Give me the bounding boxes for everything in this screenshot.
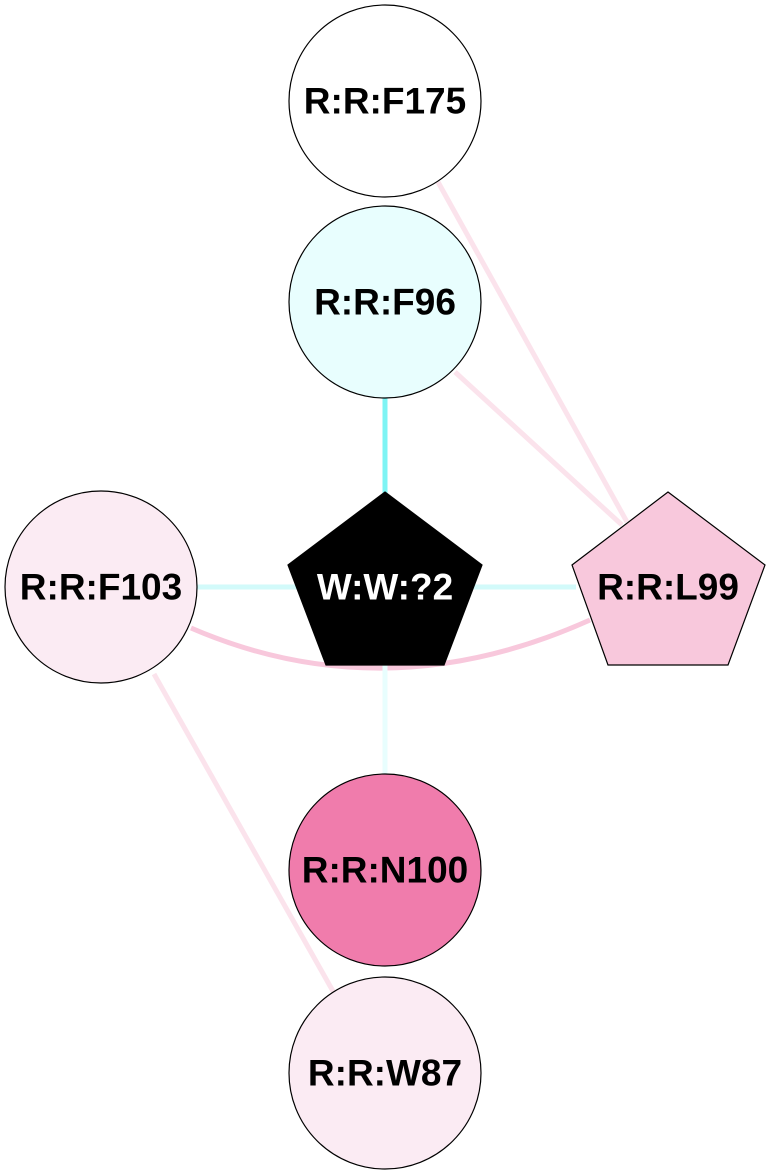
node-f175[interactable]: R:R:F175 — [288, 4, 482, 198]
node-l99[interactable]: R:R:L99 — [571, 491, 766, 666]
edge-f96-l99 — [453, 370, 624, 527]
node-w2[interactable]: W:W:?2 — [287, 491, 483, 666]
node-label: R:R:F103 — [20, 567, 182, 608]
node-label: R:R:F175 — [304, 81, 466, 122]
node-label: R:R:W87 — [308, 1053, 462, 1094]
node-f96[interactable]: R:R:F96 — [288, 205, 482, 399]
node-f103[interactable]: R:R:F103 — [4, 490, 198, 684]
edge-f103-w87 — [151, 672, 337, 995]
node-label: R:R:L99 — [597, 567, 739, 608]
node-w87[interactable]: R:R:W87 — [288, 976, 482, 1170]
node-n100[interactable]: R:R:N100 — [288, 773, 482, 967]
node-label: W:W:?2 — [317, 567, 453, 608]
node-label: R:R:N100 — [302, 850, 469, 891]
edge-f103-l99 — [190, 617, 592, 671]
node-label: R:R:F96 — [314, 282, 456, 323]
edge-f175-l99 — [435, 180, 630, 524]
